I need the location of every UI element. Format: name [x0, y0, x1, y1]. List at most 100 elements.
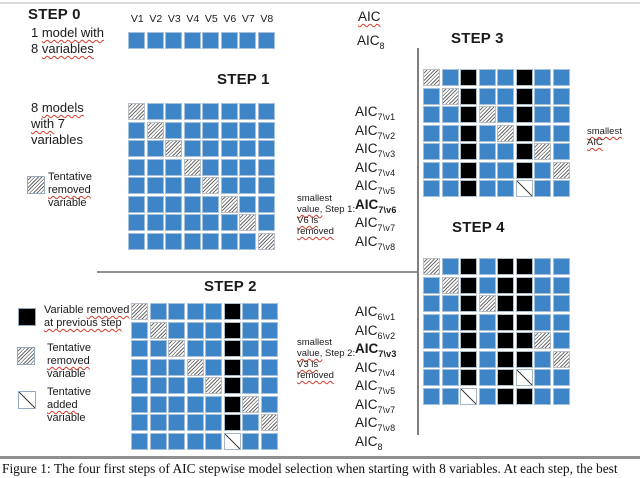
cell-variable-included [534, 124, 551, 142]
cell-variable-included [202, 232, 219, 250]
aic-value-label: AIC7\v7 [355, 396, 396, 415]
cell-variable-included [165, 177, 182, 194]
col-header-v1: V1 [130, 13, 144, 25]
cell-tentative-removed-variable [128, 103, 145, 120]
cell-variable-included [260, 377, 278, 394]
legend-tentative-removed: Tentative removed variable [48, 171, 93, 209]
col-header-v5: V5 [204, 13, 218, 25]
step0-desc-line1: 1 model with [31, 25, 104, 40]
cell-variable-included [441, 180, 459, 197]
cell-variable-removed-previous-step [460, 161, 477, 179]
cell-variable-included [168, 358, 185, 376]
cell-variable-included [186, 414, 204, 431]
cell-variable-included [146, 140, 164, 157]
cell-tentative-removed-variable [534, 332, 551, 349]
cell-variable-removed-previous-step [497, 295, 514, 312]
cell-variable-included [478, 258, 496, 275]
cell-variable-removed-previous-step [497, 350, 514, 368]
cell-variable-included [202, 195, 219, 213]
cell-variable-removed-previous-step [515, 387, 533, 405]
cell-variable-included [183, 195, 201, 213]
cell-variable-included [257, 103, 275, 120]
cell-variable-removed-previous-step [497, 332, 514, 349]
cell-variable-included [239, 177, 256, 194]
cell-variable-included [239, 121, 256, 139]
cell-tentative-removed-variable [260, 414, 278, 431]
col-header-v4: V4 [186, 13, 200, 25]
legend-tentative-added: Tentative added variable [47, 386, 92, 424]
cell-variable-removed-previous-step [515, 69, 533, 86]
cell-variable-removed-previous-step [460, 295, 477, 312]
cell-variable-included [423, 180, 440, 197]
aic-value-label: AIC7\v2 [355, 122, 396, 141]
aic-column-header: AIC [358, 9, 381, 24]
vertical-divider [417, 48, 419, 435]
cell-variable-included [534, 276, 551, 294]
cell-variable-included [534, 106, 551, 123]
cell-variable-included [534, 387, 551, 405]
cell-variable-included [128, 140, 145, 157]
cell-variable-included [260, 432, 278, 450]
cell-variable-removed-previous-step [223, 395, 241, 413]
cell-variable-included [149, 377, 167, 394]
cell-variable-included [205, 358, 222, 376]
cell-variable-included [131, 340, 148, 357]
cell-tentative-removed-variable [257, 232, 275, 250]
cell-variable-included [183, 103, 201, 120]
cell-variable-included [131, 377, 148, 394]
cell-variable-included [128, 177, 145, 194]
cell-variable-included [534, 161, 551, 179]
step0-desc-line2: 8 variables [31, 41, 94, 56]
cell-variable-included [128, 158, 145, 176]
cell-variable-included [552, 313, 570, 331]
cell-variable-included [165, 214, 182, 231]
step1-title: STEP 1 [217, 71, 270, 88]
cell-variable-included [534, 180, 551, 197]
aic-value-label: AIC7\v3 [355, 341, 397, 359]
cell-variable-included [478, 161, 496, 179]
cell-tentative-removed-variable [497, 124, 514, 142]
cell-variable-included [497, 87, 514, 105]
cell-variable-included [165, 195, 182, 213]
aic-value-label: AIC7\v5 [355, 378, 396, 396]
cell-variable-included [534, 350, 551, 368]
cell-variable-included [552, 124, 570, 142]
cell-variable-included [423, 87, 440, 105]
cell-variable-included [205, 395, 222, 413]
cell-variable-removed-previous-step [515, 87, 533, 105]
cell-variable-included [423, 369, 440, 386]
cell-variable-included [131, 432, 148, 450]
cell-variable-included [534, 69, 551, 86]
cell-variable-included [257, 214, 275, 231]
cell-variable-included [239, 158, 256, 176]
cell-variable-included [186, 340, 204, 357]
cell-variable-removed-previous-step [515, 332, 533, 349]
cell-tentative-removed-variable [149, 321, 167, 339]
cell-tentative-removed-variable [423, 258, 440, 275]
cell-variable-included [497, 143, 514, 160]
cell-variable-removed-previous-step [497, 258, 514, 275]
cell-tentative-removed-variable [552, 350, 570, 368]
cell-variable-removed-previous-step [515, 124, 533, 142]
aic-value-label: AIC6\v2 [355, 322, 396, 341]
cell-variable-included [534, 87, 551, 105]
cell-variable-included [220, 32, 238, 49]
cell-variable-removed-previous-step [515, 350, 533, 368]
cell-variable-included [260, 340, 278, 357]
cell-tentative-removed-variable [146, 121, 164, 139]
cell-variable-removed-previous-step [460, 350, 477, 368]
step1-desc-line2: with 7 [31, 116, 65, 131]
cell-variable-included [242, 432, 259, 450]
legend-added-swatch [18, 391, 36, 409]
cell-variable-included [478, 350, 496, 368]
cell-variable-included [552, 87, 570, 105]
legend-black-swatch [18, 308, 36, 326]
cell-variable-included [202, 103, 219, 120]
cell-variable-included [128, 195, 145, 213]
cell-tentative-removed-variable [242, 395, 259, 413]
step2-title: STEP 2 [204, 278, 257, 295]
cell-variable-included [257, 177, 275, 194]
cell-variable-included [186, 303, 204, 320]
aic-value-label: AIC7\v5 [355, 178, 396, 196]
